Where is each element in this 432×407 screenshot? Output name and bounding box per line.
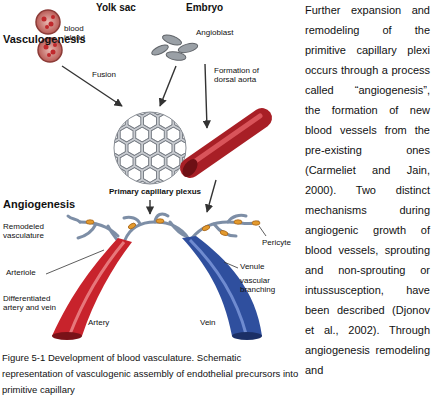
part-label: Arteriole (6, 268, 50, 277)
leader-line (46, 226, 266, 274)
capillary-plexus (95, 99, 204, 198)
part-label: Differentiated artery and vein (3, 294, 59, 312)
column-heading: Embryo (186, 2, 246, 14)
artery-vessel (52, 238, 132, 340)
vascular-network (68, 214, 258, 244)
column-heading: Yolk sac (96, 2, 156, 14)
part-label: Vein (200, 318, 228, 327)
part-label: Angioblast (196, 28, 256, 37)
part-label: Artery (88, 318, 128, 327)
part-label: Pericyte (262, 238, 302, 247)
pericyte-symbol (86, 219, 260, 237)
body-text: Further expansion and remodeling of the … (305, 0, 430, 380)
part-label: Primary capillary plexus (100, 187, 210, 196)
process-label: Fusion (92, 70, 132, 79)
stage-heading: Angiogenesis (3, 198, 93, 211)
part-label: blood island (64, 24, 104, 42)
part-label: Remodeled vasculature (3, 222, 61, 240)
process-arrow (62, 64, 216, 214)
dorsal-aorta (179, 116, 262, 180)
process-label: Formation of dorsal aorta (214, 66, 276, 84)
part-label: Venule (240, 262, 284, 271)
angioblast-symbol (150, 33, 198, 62)
part-label: vascular branching (240, 276, 296, 294)
figure-caption: Figure 5-1 Development of blood vasculat… (2, 350, 300, 398)
